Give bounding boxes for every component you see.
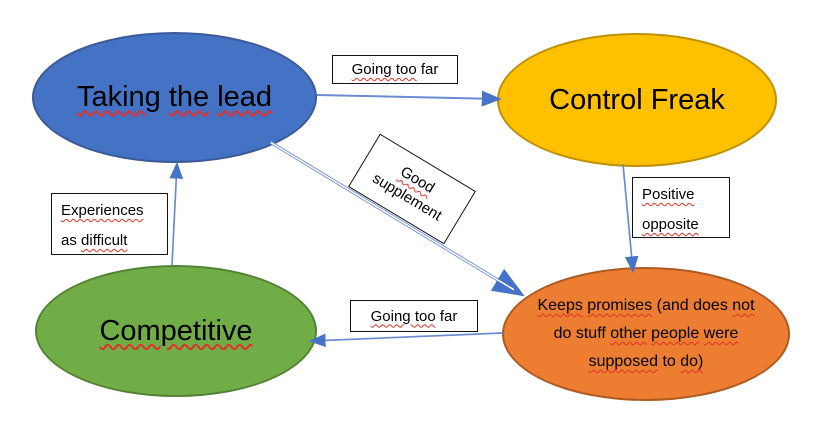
node-control-freak-label: Control Freak [549, 83, 725, 116]
edge-label-going-too-far-bottom[interactable]: Going too far [350, 300, 478, 332]
edge-label-going-too-far-top[interactable]: Going too far [332, 55, 458, 84]
node-control-freak[interactable]: Control Freak [497, 33, 777, 167]
arrow-keeps-promises-to-competitive[interactable] [308, 332, 504, 348]
node-competitive-label: Competitive [99, 314, 253, 347]
edge-label-going-too-far-bottom-text: Going too far [370, 307, 458, 325]
keeps-promises-line-1: Keeps promises (and does not [537, 297, 755, 314]
keeps-promises-line-2: do stuff other people were [553, 325, 739, 342]
experiences-line-1: Experiences [61, 202, 144, 219]
edge-label-positive-opposite[interactable]: Positive opposite [632, 177, 730, 238]
node-keeps-promises-label: Keeps promises (and does not do stuff ot… [537, 292, 754, 376]
positive-opposite-line-2: opposite [642, 216, 699, 233]
edge-label-experiences-as-difficult[interactable]: Experiences as difficult [51, 193, 168, 255]
keeps-promises-line-3: supposed to do) [588, 353, 704, 370]
arrow-competitive-to-lead[interactable] [169, 161, 184, 266]
experiences-line-2: as difficult [61, 232, 128, 249]
node-competitive[interactable]: Competitive [35, 265, 317, 397]
positive-opposite-line-1: Positive [642, 186, 695, 203]
node-keeps-promises[interactable]: Keeps promises (and does not do stuff ot… [502, 267, 790, 401]
arrow-lead-to-control-freak[interactable] [316, 90, 502, 107]
node-taking-the-lead-label: Taking the lead [76, 81, 273, 113]
edge-label-good-supplement[interactable]: Good supplement [348, 133, 476, 245]
edge-label-going-too-far-top-text: Going too far [351, 61, 439, 78]
node-taking-the-lead[interactable]: Taking the lead [32, 32, 317, 163]
